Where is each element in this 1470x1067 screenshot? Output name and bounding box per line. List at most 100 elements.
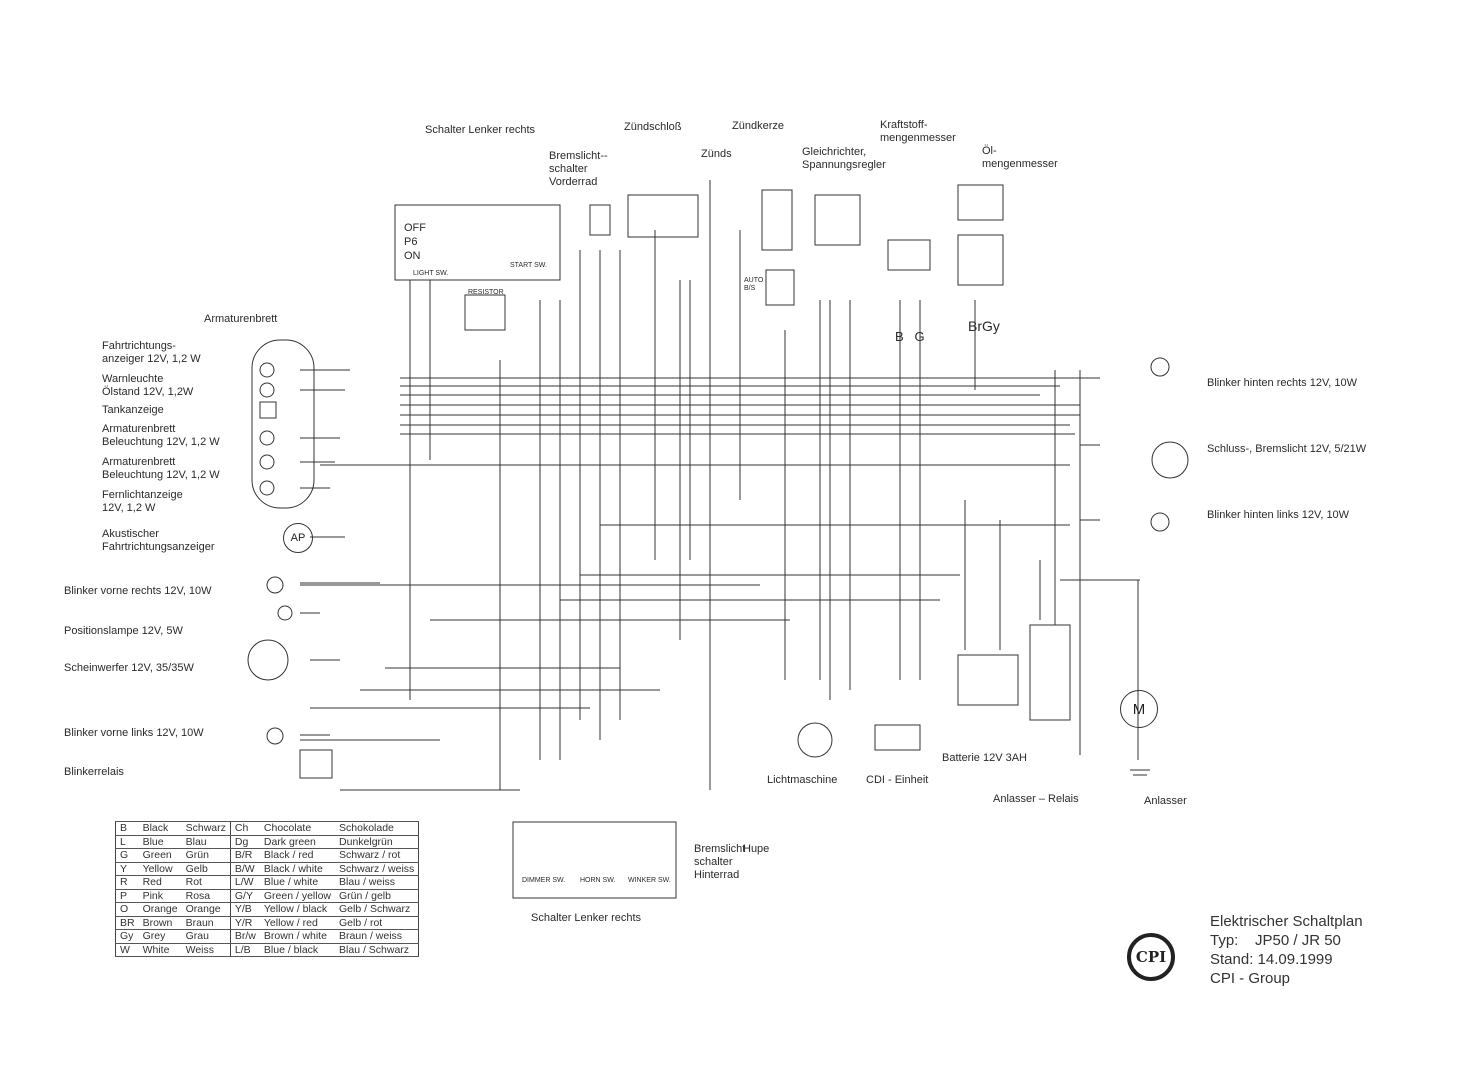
legend-cell: G/Y bbox=[229, 888, 260, 903]
po-label: P6 bbox=[404, 236, 418, 248]
legend-cell: Blau bbox=[181, 834, 231, 849]
label-acoustic: Akustischer Fahrtrichtungsanzeiger bbox=[102, 528, 215, 553]
label-rectifier: Gleichrichter, Spannungsregler bbox=[802, 146, 886, 171]
legend-cell: Black / red bbox=[259, 848, 336, 863]
legend-cell: Black bbox=[138, 821, 182, 836]
dimmer-sw-label: DIMMER SW. bbox=[522, 877, 566, 884]
label-rear-left: Blinker hinten links 12V, 10W bbox=[1207, 509, 1350, 521]
label-front-right: Blinker vorne rechts 12V, 10W bbox=[64, 585, 212, 597]
winker-sw-label: WINKER SW. bbox=[628, 877, 671, 884]
legend-cell: Schwarz / weiss bbox=[335, 861, 419, 876]
legend-cell: G bbox=[115, 848, 139, 863]
legend-cell: Gy bbox=[115, 929, 139, 944]
buzzer-ap: AP bbox=[283, 523, 313, 553]
legend-cell: Braun / weiss bbox=[335, 929, 419, 944]
legend-cell: Yellow / red bbox=[259, 915, 336, 930]
label-switch-left: Schalter Lenker rechts bbox=[531, 912, 642, 924]
light-sw-label: LIGHT SW. bbox=[413, 270, 449, 277]
label-brake-front: Bremslicht-- schalter Vorderrad bbox=[549, 150, 608, 188]
legend-cell: Schokolade bbox=[335, 821, 419, 836]
fuel-gauge-wires: B G bbox=[895, 329, 925, 344]
label-starter: Anlasser bbox=[1144, 795, 1187, 807]
legend-cell: Brown bbox=[138, 915, 182, 930]
legend-cell: Chocolate bbox=[259, 821, 336, 836]
legend-cell: Red bbox=[138, 875, 182, 890]
legend-cell: Weiss bbox=[181, 942, 231, 957]
label-brake-rear: Bremslicht schalter Hinterrad bbox=[694, 843, 746, 881]
label-tank-gauge: Tankanzeige bbox=[102, 404, 164, 416]
label-front-left: Blinker vorne links 12V, 10W bbox=[64, 727, 204, 739]
legend-cell: Schwarz / rot bbox=[335, 848, 419, 863]
legend-cell: O bbox=[115, 902, 139, 917]
on-label: ON bbox=[404, 250, 421, 262]
label-spark-plug: Zündkerze bbox=[732, 120, 784, 132]
legend-cell: Grün / gelb bbox=[335, 888, 419, 903]
legend-cell: BR bbox=[115, 915, 139, 930]
legend-cell: Grün bbox=[181, 848, 231, 863]
legend-cell: Brown / white bbox=[259, 929, 336, 944]
legend-cell: Rosa bbox=[181, 888, 231, 903]
legend-cell: Grau bbox=[181, 929, 231, 944]
legend-cell: Braun bbox=[181, 915, 231, 930]
legend-cell: Blau / weiss bbox=[335, 875, 419, 890]
label-ignition-lock: Zündschloß bbox=[624, 121, 682, 133]
label-relay: Blinkerrelais bbox=[64, 766, 124, 778]
label-dash-light-1: Armaturenbrett Beleuchtung 12V, 1,2 W bbox=[102, 423, 220, 448]
label-oil-gauge: Öl- mengenmesser bbox=[982, 145, 1058, 170]
start-sw-label: START SW. bbox=[510, 262, 547, 269]
label-high-beam: Fernlichtanzeige 12V, 1,2 W bbox=[102, 489, 183, 514]
label-cdi: CDI - Einheit bbox=[866, 774, 929, 786]
label-dashboard: Armaturenbrett bbox=[204, 313, 278, 325]
legend-cell: R bbox=[115, 875, 139, 890]
label-position: Positionslampe 12V, 5W bbox=[64, 625, 183, 637]
legend-cell: Gelb / Schwarz bbox=[335, 902, 419, 917]
legend-cell: B/R bbox=[229, 848, 260, 863]
ap-label: AP bbox=[290, 532, 306, 544]
label-horn: Hupe bbox=[743, 843, 770, 855]
title-block: Elektrischer Schaltplan Typ: JP50 / JR 5… bbox=[1210, 912, 1363, 988]
label-turn-indicator: Fahrtrichtungs- anzeiger 12V, 1,2 W bbox=[102, 340, 201, 365]
title-line: Elektrischer Schaltplan bbox=[1210, 913, 1363, 930]
horn-sw-label: HORN SW. bbox=[580, 877, 616, 884]
label-ignition-coil: Zünds bbox=[701, 148, 732, 160]
legend-cell: Gelb bbox=[181, 861, 231, 876]
legend-cell: Blue / white bbox=[259, 875, 336, 890]
legend-cell: L/W bbox=[229, 875, 260, 890]
off-label: OFF bbox=[404, 222, 426, 234]
legend-cell: Y/B bbox=[229, 902, 260, 917]
legend-cell: P bbox=[115, 888, 139, 903]
legend-cell: W bbox=[115, 942, 139, 957]
label-headlight: Scheinwerfer 12V, 35/35W bbox=[64, 662, 194, 674]
cpi-logo: CPI bbox=[1127, 933, 1175, 981]
legend-cell: B/W bbox=[229, 861, 260, 876]
label-dash-light-2: Armaturenbrett Beleuchtung 12V, 1,2 W bbox=[102, 456, 220, 481]
legend-cell: Y bbox=[115, 861, 139, 876]
legend-cell: Dark green bbox=[259, 834, 336, 849]
auto-bs-label: AUTO B/S bbox=[744, 277, 764, 292]
starter-motor: M bbox=[1120, 690, 1158, 728]
legend-cell: Dg bbox=[229, 834, 260, 849]
legend-cell: Orange bbox=[138, 902, 182, 917]
oil-gauge-wires: BrGy bbox=[968, 318, 1000, 334]
legend-cell: Blue bbox=[138, 834, 182, 849]
label-alternator: Lichtmaschine bbox=[767, 774, 838, 786]
label-battery: Batterie 12V 3AH bbox=[942, 752, 1027, 764]
legend-cell: Schwarz bbox=[181, 821, 231, 836]
label-switch-right: Schalter Lenker rechts bbox=[425, 124, 536, 136]
label-fuel-gauge: Kraftstoff- mengenmesser bbox=[880, 119, 956, 144]
legend-cell: L/B bbox=[229, 942, 260, 957]
date-line: Stand: 14.09.1999 bbox=[1210, 951, 1333, 968]
legend-cell: Ch bbox=[229, 821, 260, 836]
legend-cell: Yellow / black bbox=[259, 902, 336, 917]
legend-cell: Blau / Schwarz bbox=[335, 942, 419, 957]
